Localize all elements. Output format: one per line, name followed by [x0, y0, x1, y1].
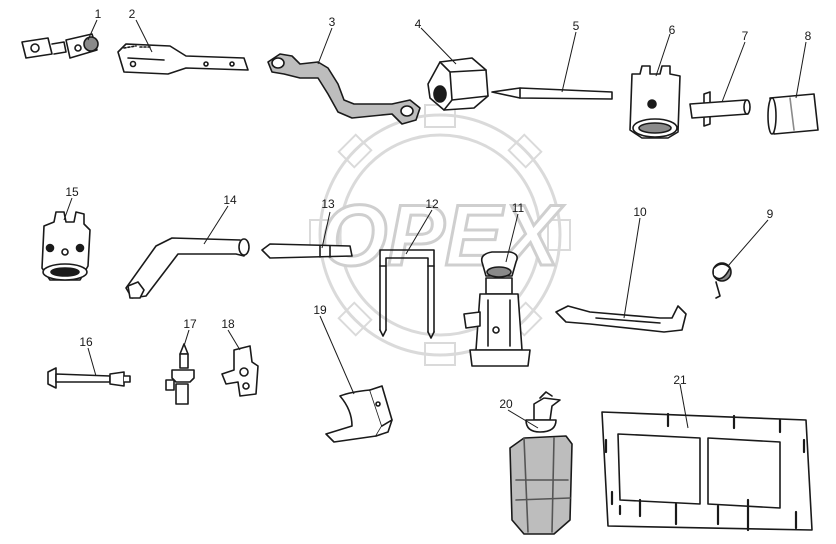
wrench-handle-icon — [117, 43, 249, 75]
pry-bar-icon — [555, 305, 687, 333]
callout-11: 11 — [512, 201, 525, 215]
bent-handle-icon — [125, 237, 250, 299]
callout-20: 20 — [499, 397, 513, 411]
callout-4: 4 — [415, 17, 422, 31]
tube-socket-icon — [767, 93, 819, 135]
valve-tip-icon — [165, 343, 195, 405]
clamp-icon — [221, 345, 259, 397]
leader-lines — [63, 19, 807, 429]
socket-wrench-icon — [21, 33, 99, 59]
watermark: OPEX — [309, 104, 571, 366]
t-handle-icon — [689, 91, 751, 127]
warning-sign-icon — [601, 411, 813, 532]
pressure-gauge-icon — [47, 367, 131, 389]
callout-8: 8 — [805, 29, 812, 43]
fire-extinguisher-icon — [509, 391, 573, 535]
callout-5: 5 — [573, 19, 580, 33]
ring-socket-icon — [41, 211, 91, 281]
drift-punch-icon — [491, 87, 613, 100]
watermark-text: OPEX — [321, 188, 565, 284]
hydraulic-jack-icon — [463, 251, 531, 367]
callout-14: 14 — [223, 193, 237, 207]
callout-2: 2 — [129, 7, 136, 21]
callout-1: 1 — [95, 7, 102, 21]
cranked-wrench-icon — [267, 53, 421, 125]
callout-16: 16 — [79, 335, 93, 349]
callout-19: 19 — [313, 303, 327, 317]
callout-21: 21 — [673, 373, 687, 387]
slotted-socket-icon — [629, 65, 681, 139]
callout-18: 18 — [221, 317, 235, 331]
callout-7: 7 — [742, 29, 749, 43]
callout-9: 9 — [767, 207, 774, 221]
callout-15: 15 — [65, 185, 79, 199]
callout-13: 13 — [321, 197, 335, 211]
rod-icon — [261, 243, 353, 259]
gear-logo-icon — [309, 104, 571, 366]
wheel-chock-icon — [325, 385, 393, 443]
callout-3: 3 — [329, 15, 336, 29]
callout-12: 12 — [425, 197, 439, 211]
u-bracket-icon — [379, 249, 435, 339]
coil-spring-icon — [712, 262, 732, 299]
callout-17: 17 — [183, 317, 197, 331]
callout-6: 6 — [669, 23, 676, 37]
hex-socket-icon — [427, 57, 489, 111]
callout-10: 10 — [633, 205, 647, 219]
